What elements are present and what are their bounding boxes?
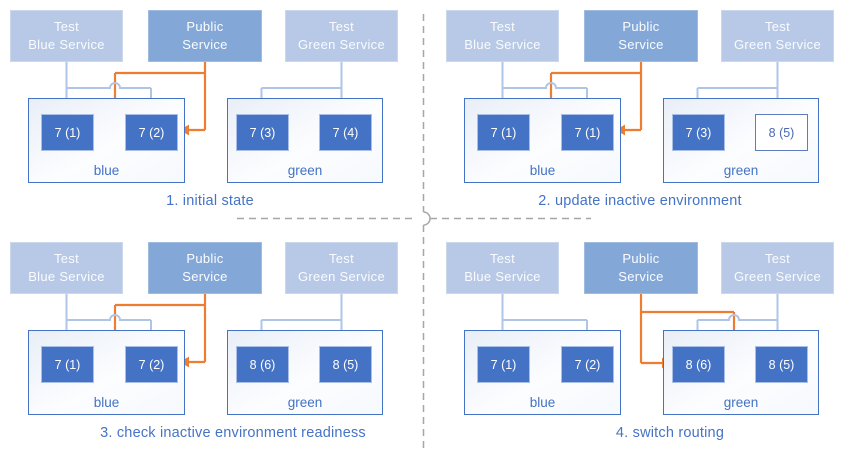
service-label-line2: Service xyxy=(618,37,664,52)
pod: 7 (4) xyxy=(319,114,372,151)
env-label: green xyxy=(723,163,759,178)
panel-caption: 4. switch routing xyxy=(615,425,725,441)
test-service-arrows xyxy=(65,294,343,338)
service-label-line2: Blue Service xyxy=(28,269,105,284)
blue-environment-box: 7 (1) 7 (2) blue xyxy=(28,330,185,415)
pod-new: 8 (5) xyxy=(755,114,808,151)
panel-caption: 3. check inactive environment readiness xyxy=(100,425,366,441)
env-label: blue xyxy=(93,395,120,410)
test-green-service-box: Test Green Service xyxy=(285,242,398,294)
service-label-line1: Public xyxy=(186,19,224,34)
blue-environment-box: 7 (1) 7 (2) blue xyxy=(28,98,185,183)
env-label: blue xyxy=(529,395,556,410)
panel-initial-state: Test Blue Service Public Service Test Gr… xyxy=(0,0,424,228)
green-environment-box: 8 (6) 8 (5) green xyxy=(227,330,383,415)
green-environment-box: 8 (6) 8 (5) green xyxy=(663,330,819,415)
public-service-box: Public Service xyxy=(148,242,262,294)
service-label-line2: Service xyxy=(618,269,664,284)
pod: 7 (2) xyxy=(125,346,178,383)
service-label-line2: Green Service xyxy=(298,37,385,52)
panel-check-inactive-environment-readiness: Test Blue Service Public Service Test Gr… xyxy=(0,228,424,456)
panel-caption: 1. initial state xyxy=(166,193,254,209)
service-label-line1: Public xyxy=(186,251,224,266)
pod: 8 (5) xyxy=(319,346,372,383)
service-label-line1: Test xyxy=(489,19,516,34)
pod: 7 (1) xyxy=(477,114,530,151)
green-environment-box: 7 (3) 8 (5) green xyxy=(663,98,819,183)
env-label: green xyxy=(723,395,759,410)
pod: 7 (2) xyxy=(561,346,614,383)
pod: 7 (1) xyxy=(41,346,94,383)
test-blue-service-box: Test Blue Service xyxy=(446,10,559,62)
test-service-arrows xyxy=(501,62,779,106)
pod: 7 (1) xyxy=(477,346,530,383)
service-label-line2: Green Service xyxy=(734,269,821,284)
pod: 7 (3) xyxy=(236,114,289,151)
blue-environment-box: 7 (1) 7 (2) blue xyxy=(464,330,621,415)
service-label-line1: Public xyxy=(622,19,660,34)
test-green-service-box: Test Green Service xyxy=(285,10,398,62)
public-service-box: Public Service xyxy=(148,10,262,62)
service-label-line2: Green Service xyxy=(734,37,821,52)
service-label-line2: Blue Service xyxy=(464,37,541,52)
test-green-service-box: Test Green Service xyxy=(721,242,834,294)
panel-update-inactive-environment: Test Blue Service Public Service Test Gr… xyxy=(424,0,848,228)
pod: 7 (2) xyxy=(125,114,178,151)
service-label-line1: Public xyxy=(622,251,660,266)
pod: 8 (5) xyxy=(755,346,808,383)
blue-environment-box: 7 (1) 7 (1) blue xyxy=(464,98,621,183)
test-green-service-box: Test Green Service xyxy=(721,10,834,62)
service-label-line1: Test xyxy=(764,19,791,34)
service-label-line1: Test xyxy=(328,251,355,266)
pod: 7 (1) xyxy=(41,114,94,151)
service-label-line1: Test xyxy=(489,251,516,266)
pod: 8 (6) xyxy=(236,346,289,383)
green-environment-box: 7 (3) 7 (4) green xyxy=(227,98,383,183)
service-label-line2: Service xyxy=(182,37,228,52)
test-service-arrows xyxy=(65,62,343,106)
service-label-line2: Blue Service xyxy=(464,269,541,284)
panel-caption: 2. update inactive environment xyxy=(538,193,742,209)
service-label-line1: Test xyxy=(764,251,791,266)
pod: 7 (1) xyxy=(561,114,614,151)
public-service-box: Public Service xyxy=(584,10,698,62)
pod: 8 (6) xyxy=(672,346,725,383)
env-label: green xyxy=(287,163,323,178)
test-blue-service-box: Test Blue Service xyxy=(446,242,559,294)
public-service-box: Public Service xyxy=(584,242,698,294)
pod: 7 (3) xyxy=(672,114,725,151)
env-label: green xyxy=(287,395,323,410)
service-label-line2: Service xyxy=(182,269,228,284)
service-label-line1: Test xyxy=(53,251,80,266)
test-blue-service-box: Test Blue Service xyxy=(10,10,123,62)
service-label-line1: Test xyxy=(328,19,355,34)
env-label: blue xyxy=(93,163,120,178)
service-label-line2: Green Service xyxy=(298,269,385,284)
panel-switch-routing: Test Blue Service Public Service Test Gr… xyxy=(424,228,848,456)
env-label: blue xyxy=(529,163,556,178)
service-label-line2: Blue Service xyxy=(28,37,105,52)
test-service-arrows xyxy=(501,294,779,338)
service-label-line1: Test xyxy=(53,19,80,34)
test-blue-service-box: Test Blue Service xyxy=(10,242,123,294)
